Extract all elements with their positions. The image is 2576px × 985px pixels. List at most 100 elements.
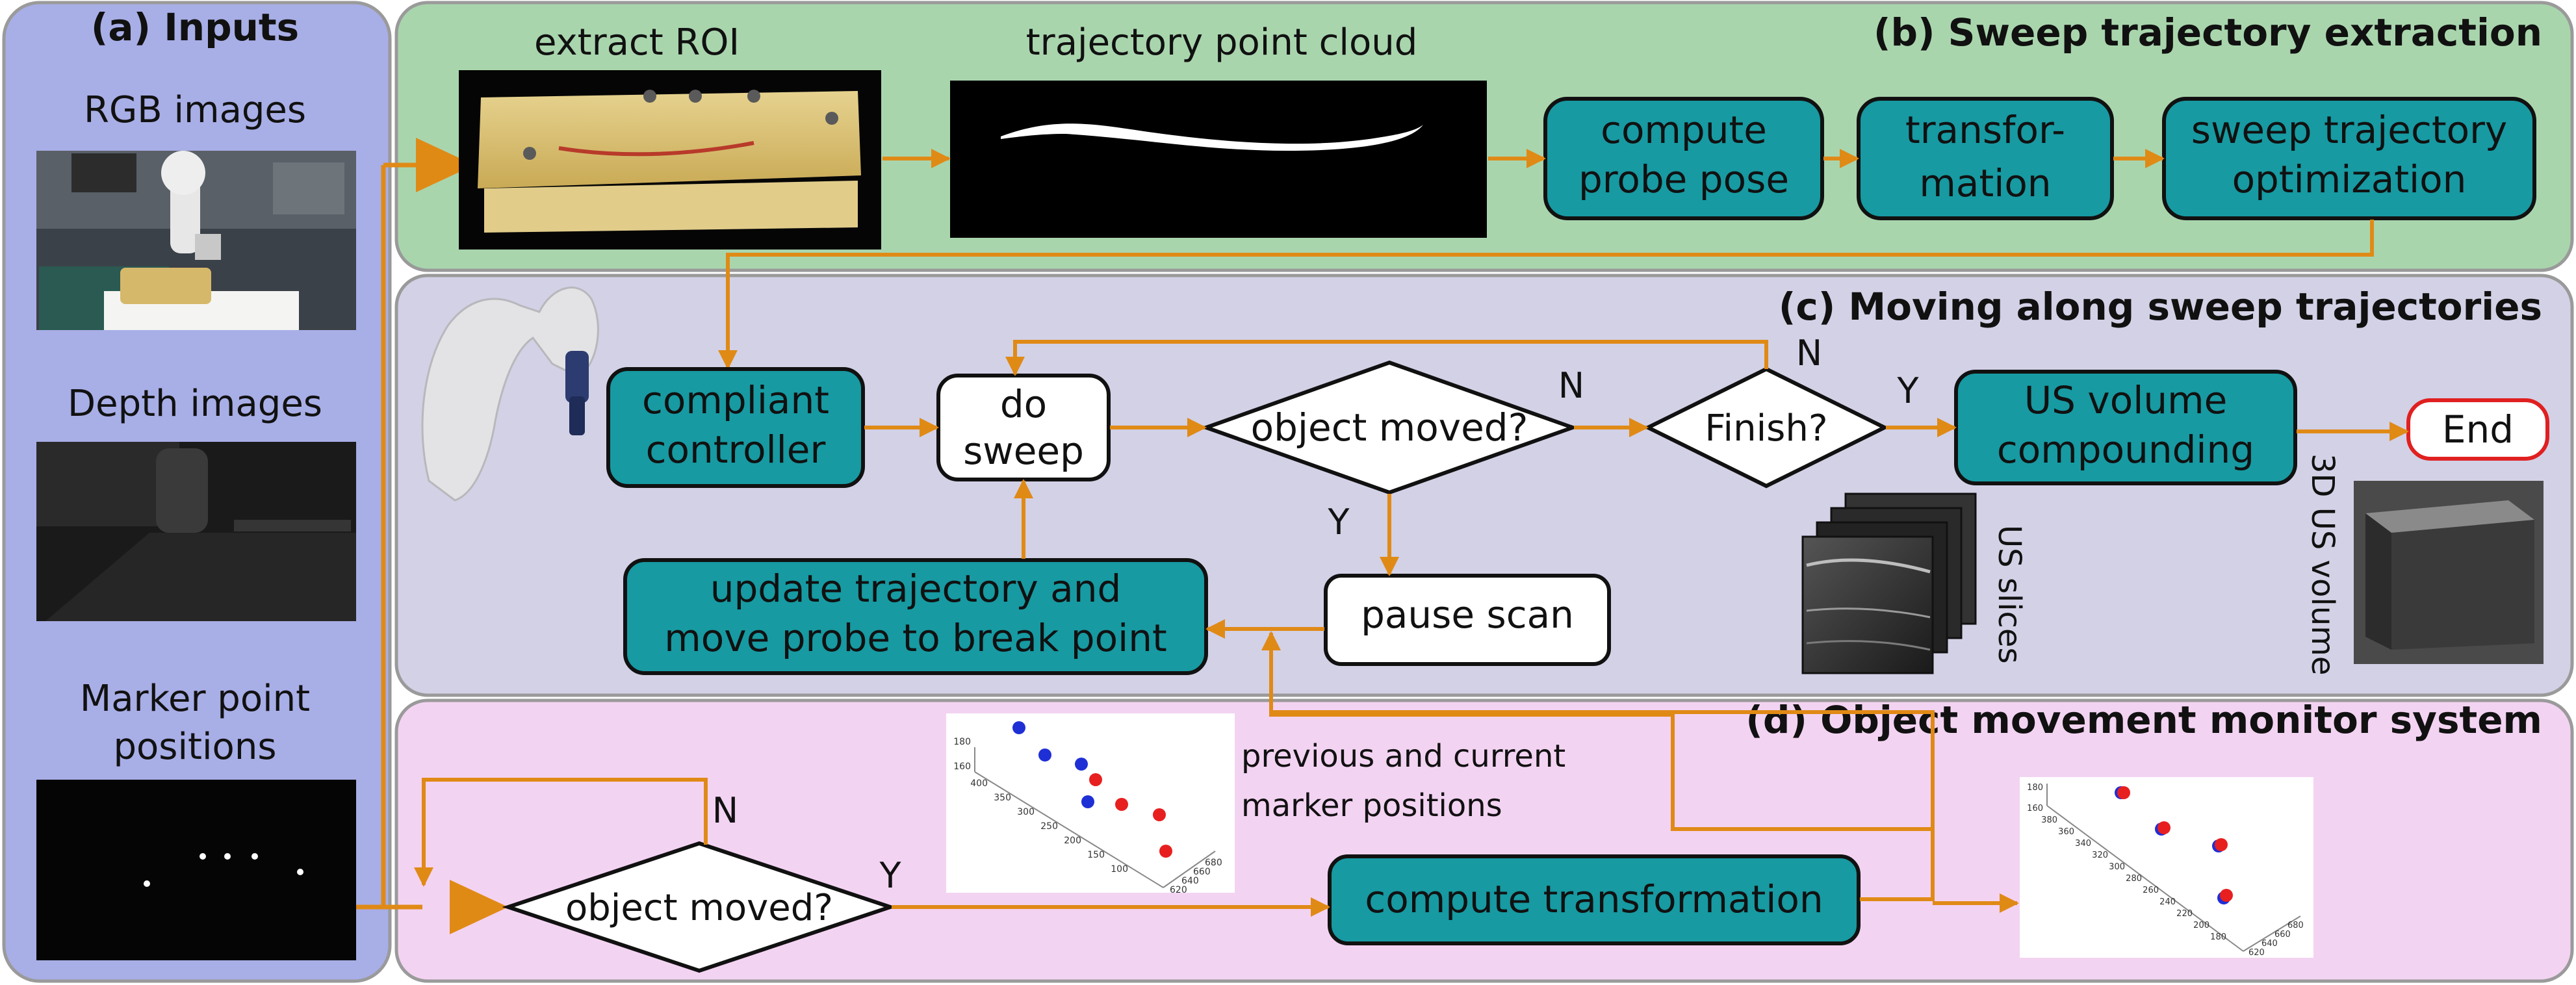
input-arrowhead-bottom [450, 880, 508, 934]
plot-left-previous-marker [1012, 721, 1025, 734]
us-volume-image [2354, 481, 2544, 664]
trajectory-cloud-image [950, 81, 1487, 238]
plot-left-previous-marker [1075, 758, 1088, 771]
box-update-trajectory-line1: update trajectory and [710, 567, 1122, 611]
plot-left-y-tick-1: 350 [994, 793, 1011, 803]
plot-right-y-tick-3: 320 [2092, 851, 2108, 860]
plot-left-x-tick-2: 660 [1193, 867, 1211, 877]
box-transformation: transfor- mation [1857, 97, 2114, 220]
monitor-feedback-line [1261, 631, 1935, 899]
box-compliant-controller-line1: compliant [642, 378, 829, 422]
box-do-sweep-line2: sweep [963, 429, 1084, 473]
monitor-title: (d) Object movement monitor system [1745, 698, 2542, 742]
depth-image [36, 442, 356, 621]
inputs-title: (a) Inputs [91, 5, 299, 49]
plot-left-z-tick-1: 160 [953, 761, 971, 772]
plot-left-y-tick-0: 400 [970, 778, 988, 789]
plot-left-y-tick-3: 250 [1040, 821, 1058, 832]
box-end-label: End [2442, 407, 2514, 452]
box-sweep-optimization: sweep trajectory optimization [2162, 97, 2536, 220]
plot-right-current-marker [2215, 838, 2228, 851]
plot-right-y-tick-4: 300 [2109, 862, 2125, 872]
diamond-object-moved: object moved? [1200, 360, 1578, 495]
box-transformation-line1: transfor- [1905, 108, 2065, 152]
plot-left-current-marker [1153, 808, 1166, 821]
plot-right-y-tick-5: 280 [2126, 874, 2142, 884]
diamond-finish-label: Finish? [1705, 407, 1827, 450]
box-us-compounding-line2: compounding [1997, 428, 2254, 472]
rgb-image [36, 151, 356, 330]
plot-left-x-tick-3: 680 [1205, 858, 1222, 868]
plot-left-current-marker [1159, 845, 1172, 858]
plot-right-current-marker [2220, 889, 2233, 902]
plot-left-y-tick-5: 150 [1087, 850, 1105, 860]
plot-left-current-marker [1115, 798, 1128, 811]
box-compute-probe-pose-line1: compute [1601, 108, 1767, 152]
plot-right-y-tick-6: 260 [2143, 886, 2159, 895]
trajectory-cloud-label: trajectory point cloud [1026, 21, 1418, 64]
box-end: End [2406, 398, 2549, 461]
box-compute-probe-pose: compute probe pose [1543, 97, 1824, 220]
box-us-compounding-line1: US volume [2024, 378, 2228, 422]
box-do-sweep: do sweep [936, 374, 1111, 481]
marker-label-line1: Marker point [80, 678, 310, 720]
box-compute-probe-pose-line2: probe pose [1578, 157, 1789, 201]
moving-title: (c) Moving along sweep trajectories [1779, 285, 2542, 329]
marker-image [36, 780, 356, 960]
label-n-moved: N [1558, 365, 1584, 406]
plot-right-z-tick-0: 180 [2027, 783, 2043, 793]
box-pause-scan-label: pause scan [1361, 593, 1574, 637]
roi-image [459, 70, 881, 249]
extract-roi-label: extract ROI [534, 21, 740, 64]
plot-right-current-marker [2117, 786, 2130, 799]
marker-caption-line1: previous and current [1241, 738, 1565, 774]
label-y-moved: Y [1328, 502, 1350, 543]
plot-right-z-tick-1: 160 [2027, 804, 2043, 813]
robot-arm-image [421, 287, 599, 502]
monitor-diamond: object moved? [502, 841, 897, 973]
label-n-finish: N [1796, 333, 1822, 374]
plot-right-x-tick-2: 660 [2274, 930, 2291, 940]
us-slices-image [1801, 492, 1977, 674]
box-compute-transformation-label: compute transformation [1365, 877, 1823, 921]
box-compliant-controller-line2: controller [646, 428, 826, 472]
plot-left-previous-marker [1038, 748, 1051, 761]
input-arrowhead-top [416, 138, 474, 192]
depth-images-label: Depth images [68, 383, 322, 425]
diamond-finish: Finish? [1643, 366, 1889, 489]
monitor-diamond-label: object moved? [565, 887, 833, 929]
plot-aligned-markers: 180 160 380 360 340 320 300 280 260 240 … [2020, 777, 2313, 958]
diamond-object-moved-label: object moved? [1251, 405, 1528, 450]
box-compliant-controller: compliant controller [606, 367, 865, 488]
sweep-arrows [718, 149, 2374, 370]
box-update-trajectory: update trajectory and move probe to brea… [623, 558, 1208, 675]
plot-right-current-marker [2157, 821, 2170, 834]
box-do-sweep-line1: do [1000, 382, 1047, 426]
box-sweep-optimization-line1: sweep trajectory [2191, 108, 2508, 152]
box-compute-transformation: compute transformation [1328, 854, 1861, 945]
plot-right-y-tick-1: 360 [2058, 827, 2074, 837]
us-slices-label: US slices [1991, 525, 2028, 663]
box-sweep-optimization-line2: optimization [2232, 157, 2467, 201]
plot-left-z-tick-0: 180 [953, 737, 971, 747]
plot-left-y-tick-6: 100 [1111, 864, 1128, 875]
box-update-trajectory-line2: move probe to break point [664, 616, 1166, 660]
plot-right-y-tick-8: 220 [2176, 909, 2193, 919]
us-volume-label: 3D US volume [2304, 454, 2341, 675]
box-transformation-line2: mation [1919, 161, 2051, 205]
box-pause-scan: pause scan [1324, 574, 1611, 666]
box-us-compounding: US volume compounding [1954, 370, 2297, 485]
sweep-title: (b) Sweep trajectory extraction [1874, 10, 2542, 55]
moving-arrows [864, 340, 2409, 639]
plot-right-y-tick-2: 340 [2075, 839, 2091, 849]
marker-caption-line2: marker positions [1241, 787, 1502, 824]
label-y-finish: Y [1897, 370, 1920, 411]
plot-right-x-tick-3: 680 [2287, 921, 2304, 930]
plot-right-x-tick-0: 620 [2248, 948, 2265, 958]
monitor-label-n: N [712, 790, 738, 831]
plot-left-x-tick-0: 620 [1170, 885, 1187, 895]
plot-right-y-tick-9: 200 [2193, 921, 2209, 930]
plot-left-x-tick-1: 640 [1181, 876, 1199, 886]
plot-right-y-tick-7: 240 [2159, 897, 2176, 907]
